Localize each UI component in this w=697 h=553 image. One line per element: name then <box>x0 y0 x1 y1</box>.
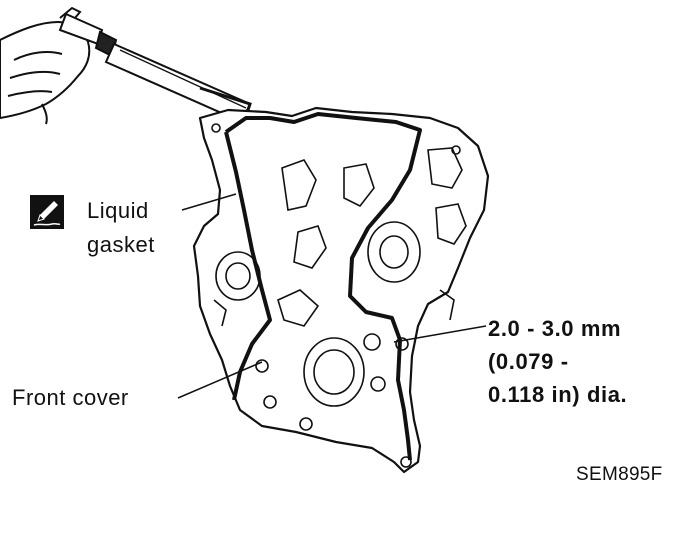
bead-spec-line1: 2.0 - 3.0 mm <box>488 316 622 341</box>
hand-icon <box>0 6 91 125</box>
front-cover-details <box>211 123 467 468</box>
front-cover-leader <box>177 361 263 399</box>
front-cover-label: Front cover <box>12 385 129 410</box>
liquid-gasket-label-line1: Liquid <box>87 198 149 223</box>
sealant-tube-icon <box>58 12 265 124</box>
liquid-gasket-label-line2: gasket <box>87 232 155 257</box>
bead-spec-leader <box>393 325 487 343</box>
front-cover-outline <box>192 106 490 474</box>
liquid-gasket-leader <box>181 193 237 211</box>
bead-spec-line3: 0.118 in) dia. <box>488 382 628 407</box>
liquid-gasket-bead <box>224 112 422 461</box>
leader-lines <box>177 193 487 399</box>
bead-spec-line2: (0.079 - <box>488 349 569 374</box>
liquid-gasket-pencil-icon <box>30 195 64 229</box>
figure-code: SEM895F <box>576 464 663 485</box>
